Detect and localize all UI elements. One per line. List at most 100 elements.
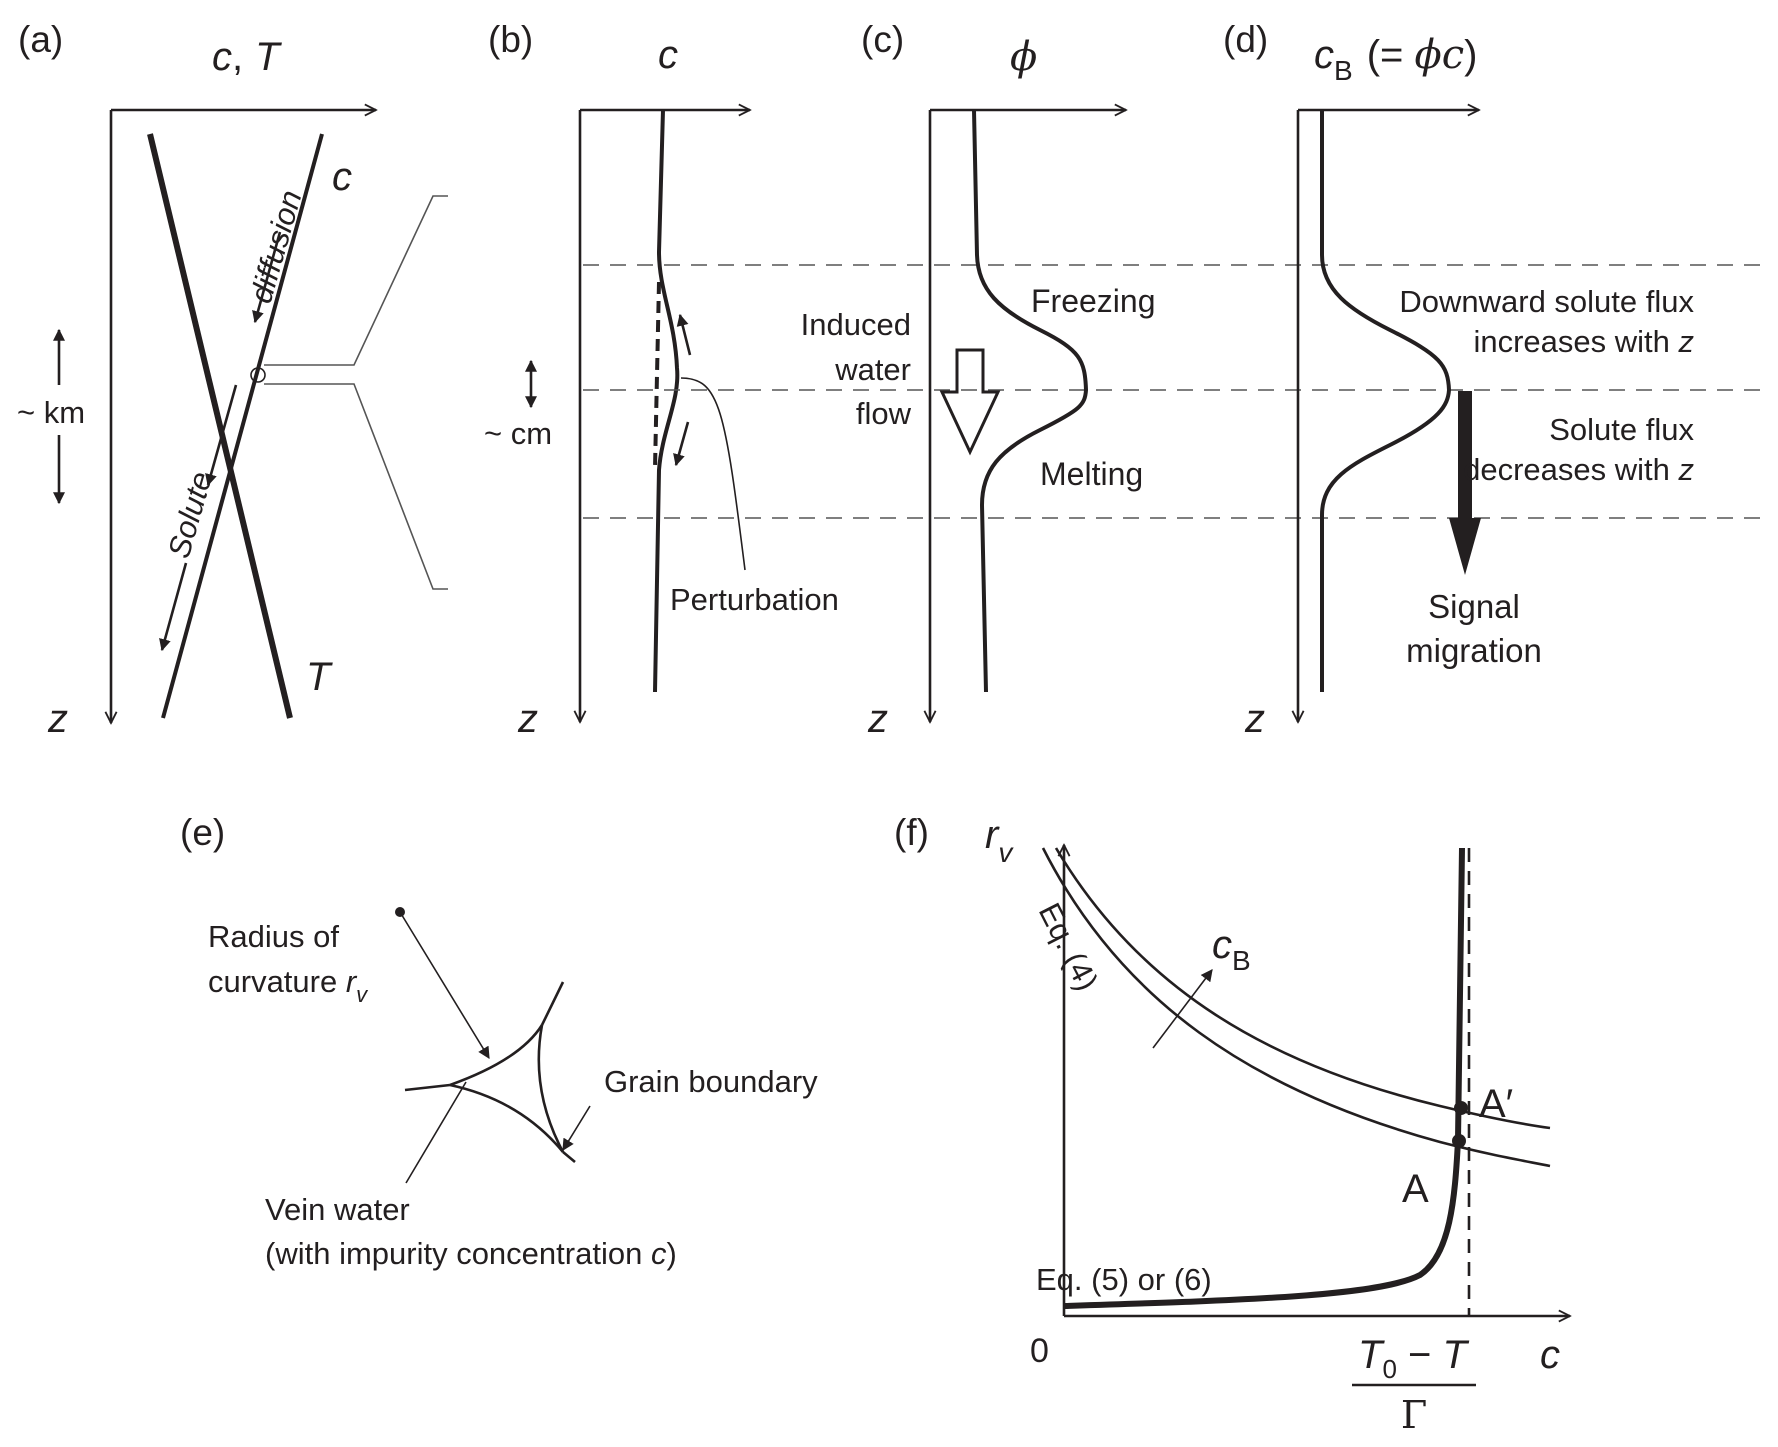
frac-T: T [1443, 1333, 1470, 1377]
signal-label-2: migration [1406, 632, 1542, 669]
zoom-circle [250, 367, 266, 383]
radius-label-text: curvature [208, 964, 346, 999]
eq4-curve-lower [1041, 847, 1551, 1168]
axis-title-close: ) [1464, 33, 1477, 77]
vein-wall-right [537, 1024, 565, 1153]
vein-wall-upper [449, 1024, 544, 1087]
panel-d-label: (d) [1223, 19, 1268, 60]
c-profile-line [161, 133, 324, 719]
lower-note-2: decreases with z [1463, 452, 1694, 487]
zoom-bracket-upper [264, 195, 448, 366]
cb-increase-arrow [1152, 969, 1213, 1049]
panel-b-z-label: z [517, 697, 538, 741]
panel-a-z-label: z [47, 697, 68, 741]
panel-a-axis-title: c,T [212, 35, 282, 79]
signal-label-1: Signal [1428, 588, 1520, 625]
point-A-marker [1452, 1134, 1466, 1148]
radius-var: r [346, 964, 358, 999]
panel-d-axis-title: cB(= ϕc) [1314, 32, 1477, 86]
panel-d-z-label: z [1244, 697, 1265, 741]
fraction-numerator: T0 − T [1358, 1333, 1470, 1384]
axis-title-T: T [255, 35, 282, 79]
freezing-label: Freezing [1031, 283, 1156, 319]
c-unperturbed-dashed [653, 281, 661, 469]
perturbation-label: Perturbation [670, 582, 839, 617]
radius-sub: v [356, 982, 369, 1007]
radius-label-2: curvature rv [208, 964, 369, 1007]
perturbation-pointer [680, 377, 746, 571]
lower-note-2-text: decreases with [1463, 452, 1678, 487]
cb-sub: B [1232, 945, 1251, 976]
zoom-bracket-lower [264, 383, 448, 590]
solute-arrow-upper [205, 384, 238, 487]
cm-scale-label: ~ cm [484, 416, 552, 451]
point-A-label: A [1402, 1167, 1429, 1211]
upper-note-2: increases with z [1473, 324, 1694, 359]
fraction-denominator: Γ [1401, 1393, 1427, 1437]
phi-profile [972, 109, 1089, 693]
axis-title-c: c [212, 35, 232, 79]
panel-f: (f) rv 0 c Eq. (4) cB Eq. (5) or (6) A A… [894, 812, 1570, 1437]
axis-title-phic: ϕc [1414, 32, 1464, 78]
upper-note-2-text: increases with [1473, 324, 1678, 359]
x-axis-var: c [1540, 1333, 1560, 1377]
vein-label-1: Vein water [265, 1192, 410, 1227]
upper-note-1: Downward solute flux [1399, 284, 1694, 319]
vein-water-pointer [405, 1081, 467, 1184]
eq56-label: Eq. (5) or (6) [1036, 1262, 1212, 1297]
y-axis-label: rv [985, 813, 1014, 868]
cb-label: cB [1212, 923, 1251, 976]
panel-f-label: (f) [894, 812, 929, 853]
grain-boundary-arrow [562, 1105, 591, 1152]
flow-label-2: water [834, 352, 911, 387]
frac-T0: T [1358, 1333, 1385, 1377]
frac-minus: − [1397, 1333, 1443, 1377]
km-scale-label: ~ km [17, 395, 85, 430]
grain-boundary-bottom [562, 1151, 576, 1163]
vein-wall-lower [449, 1083, 565, 1153]
panel-c-z-label: z [867, 697, 888, 741]
radius-arrow [399, 911, 490, 1060]
eq56-curve [1063, 847, 1465, 1309]
vein-label-2-close: ) [666, 1236, 676, 1271]
axis-title-cb-sub: B [1334, 55, 1353, 86]
flow-label-3: flow [856, 396, 912, 431]
cb-var: c [1212, 923, 1232, 967]
cb-profile [1320, 110, 1452, 692]
eq4-label: Eq. (4) [1032, 897, 1105, 996]
lower-note-2-z: z [1678, 452, 1695, 487]
signal-migration-arrowhead [1449, 518, 1481, 575]
point-A-prime-marker [1454, 1101, 1468, 1115]
grain-boundary-left [404, 1083, 451, 1092]
eq4-curve-upper [1054, 847, 1551, 1130]
c-perturbed-profile [653, 109, 680, 693]
solute-arrow-lower [159, 562, 188, 652]
panel-c: (c) ϕ z Induced water flow Freezing Melt… [801, 19, 1156, 741]
axis-title-eq: (= [1367, 33, 1415, 77]
lower-note-1: Solute flux [1549, 412, 1694, 447]
diffusion-arrow [252, 231, 282, 324]
origin-label: 0 [1030, 1332, 1049, 1370]
T-line-label: T [306, 655, 333, 699]
water-flow-hollow-arrow [939, 348, 1001, 456]
diffusion-label: diffusion [243, 186, 308, 307]
panel-b-label: (b) [488, 19, 533, 60]
panel-a: (a) c,T z c T diffusion Solute ~ km [17, 19, 448, 741]
panel-b-axis-title: c [658, 33, 678, 77]
vein-label-2-text: (with impurity concentration [265, 1236, 651, 1271]
y-axis-var: r [985, 813, 1000, 857]
upper-note-2-z: z [1678, 324, 1695, 359]
T-profile-line [147, 133, 293, 719]
frac-T0-sub: 0 [1382, 1354, 1396, 1384]
melting-label: Melting [1040, 456, 1143, 492]
point-A-prime-label: A′ [1479, 1082, 1513, 1126]
flux-arrow-down [673, 421, 690, 467]
panel-c-axis-title: ϕ [1010, 34, 1037, 80]
c-line-label: c [332, 155, 352, 199]
radius-label-1: Radius of [208, 919, 339, 954]
panel-c-label: (c) [861, 19, 904, 60]
panel-e-label: (e) [180, 812, 225, 853]
grain-boundary-top [540, 981, 565, 1026]
grain-boundary-label: Grain boundary [604, 1064, 818, 1099]
flow-label-1: Induced [801, 307, 911, 342]
